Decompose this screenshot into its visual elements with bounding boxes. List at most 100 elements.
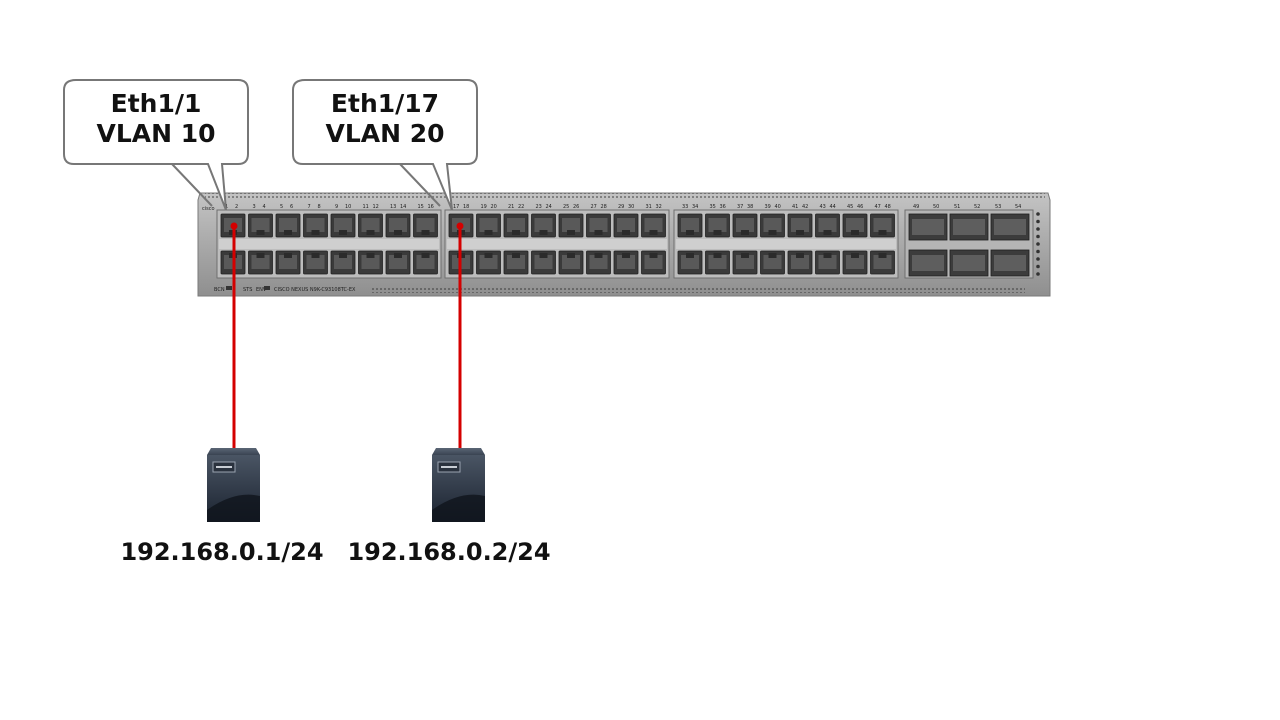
port-number: 27 (591, 204, 597, 210)
ethernet-port[interactable] (330, 250, 356, 275)
port-number: 35 (710, 204, 716, 210)
ethernet-port[interactable] (476, 250, 501, 275)
port-number: 5 (280, 204, 283, 210)
switch-model-label: CISCO NEXUS N9K-C93108TC-EX (274, 287, 356, 293)
port-number: 9 (335, 204, 338, 210)
ethernet-port[interactable] (248, 250, 273, 275)
ethernet-port[interactable] (677, 213, 703, 238)
top-vent (205, 193, 1045, 199)
ethernet-port[interactable] (842, 250, 868, 275)
ethernet-port[interactable] (358, 250, 383, 275)
status-label-bcn: BCN (214, 287, 225, 293)
ethernet-port[interactable] (732, 250, 758, 275)
port-number: 10 (345, 204, 351, 210)
ethernet-port[interactable] (531, 250, 556, 275)
ethernet-port[interactable] (705, 250, 730, 275)
port-block-2 (444, 209, 670, 279)
port-number: 4 (263, 204, 266, 210)
port-number: 15 (418, 204, 424, 210)
server-host-2: 192.168.0.2/24 (347, 448, 551, 566)
port-number: 19 (481, 204, 487, 210)
port-number: 21 (508, 204, 514, 210)
ethernet-port[interactable] (531, 213, 556, 238)
vent-dot (1036, 234, 1040, 239)
ethernet-port[interactable] (677, 250, 703, 275)
port-number: 47 (875, 204, 881, 210)
port-number: 24 (546, 204, 552, 210)
ethernet-port[interactable] (586, 213, 611, 238)
port-number: 7 (308, 204, 311, 210)
port-number: 54 (1015, 204, 1021, 210)
port-number: 37 (737, 204, 743, 210)
qsfp-port[interactable] (949, 213, 989, 241)
port-number: 25 (563, 204, 569, 210)
ethernet-port[interactable] (870, 250, 895, 275)
port-number: 3 (253, 204, 256, 210)
ethernet-port[interactable] (503, 213, 529, 238)
ethernet-port[interactable] (641, 213, 666, 238)
ethernet-port[interactable] (413, 250, 438, 275)
qsfp-port[interactable] (908, 213, 948, 241)
port-number-labels: 1234567891011121314151617181920212223242… (225, 204, 1021, 210)
port-number: 8 (318, 204, 321, 210)
ethernet-port[interactable] (476, 213, 501, 238)
port-number: 36 (720, 204, 726, 210)
ethernet-port[interactable] (787, 213, 813, 238)
ethernet-port[interactable] (303, 250, 328, 275)
qsfp-port[interactable] (949, 249, 989, 277)
port-number: 30 (628, 204, 634, 210)
callout-port-label: Eth1/1 (111, 89, 202, 118)
port-number: 11 (363, 204, 369, 210)
bottom-vent (370, 286, 1025, 293)
qsfp-port[interactable] (908, 249, 948, 277)
vent-dot (1036, 272, 1040, 276)
port-number: 31 (646, 204, 652, 210)
ethernet-port[interactable] (275, 213, 301, 238)
ethernet-port[interactable] (787, 250, 813, 275)
ethernet-port[interactable] (558, 213, 584, 238)
ethernet-port[interactable] (760, 213, 785, 238)
port-number: 38 (747, 204, 753, 210)
port-number: 43 (820, 204, 826, 210)
vent-dot (1036, 249, 1040, 254)
port-number: 29 (618, 204, 624, 210)
ethernet-port[interactable] (815, 250, 840, 275)
port-number: 20 (491, 204, 497, 210)
port-number: 22 (518, 204, 524, 210)
ethernet-port[interactable] (248, 213, 273, 238)
port-number: 50 (933, 204, 939, 210)
port-number: 2 (235, 204, 238, 210)
qsfp-port[interactable] (990, 249, 1030, 277)
ethernet-port[interactable] (558, 250, 584, 275)
ethernet-port[interactable] (275, 250, 301, 275)
ethernet-port[interactable] (413, 213, 438, 238)
port-number: 40 (775, 204, 781, 210)
ethernet-port[interactable] (641, 250, 666, 275)
ethernet-port[interactable] (385, 250, 411, 275)
host-ip-label: 192.168.0.1/24 (120, 538, 323, 566)
port-number: 46 (857, 204, 863, 210)
ethernet-port[interactable] (760, 250, 785, 275)
ethernet-port[interactable] (358, 213, 383, 238)
ethernet-port[interactable] (870, 213, 895, 238)
ethernet-port[interactable] (613, 250, 639, 275)
ethernet-port[interactable] (503, 250, 529, 275)
callout-vlan-label: VLAN 20 (325, 119, 444, 148)
network-switch: cisco 1234567891011121314151617181920212… (197, 192, 1051, 297)
ethernet-port[interactable] (815, 213, 840, 238)
callout-eth1-1: Eth1/1 VLAN 10 (63, 79, 249, 211)
ethernet-port[interactable] (385, 213, 411, 238)
qsfp-port[interactable] (990, 213, 1030, 241)
callout-port-label: Eth1/17 (331, 89, 439, 118)
ethernet-port[interactable] (705, 213, 730, 238)
ethernet-port[interactable] (303, 213, 328, 238)
ethernet-port[interactable] (330, 213, 356, 238)
ethernet-port[interactable] (586, 250, 611, 275)
ethernet-port[interactable] (613, 213, 639, 238)
ethernet-port[interactable] (732, 213, 758, 238)
port-number: 53 (995, 204, 1001, 210)
ethernet-port[interactable] (842, 213, 868, 238)
port-number: 28 (601, 204, 607, 210)
callout-pointer (399, 163, 441, 207)
cable-endpoint-eth1-17 (456, 222, 464, 230)
